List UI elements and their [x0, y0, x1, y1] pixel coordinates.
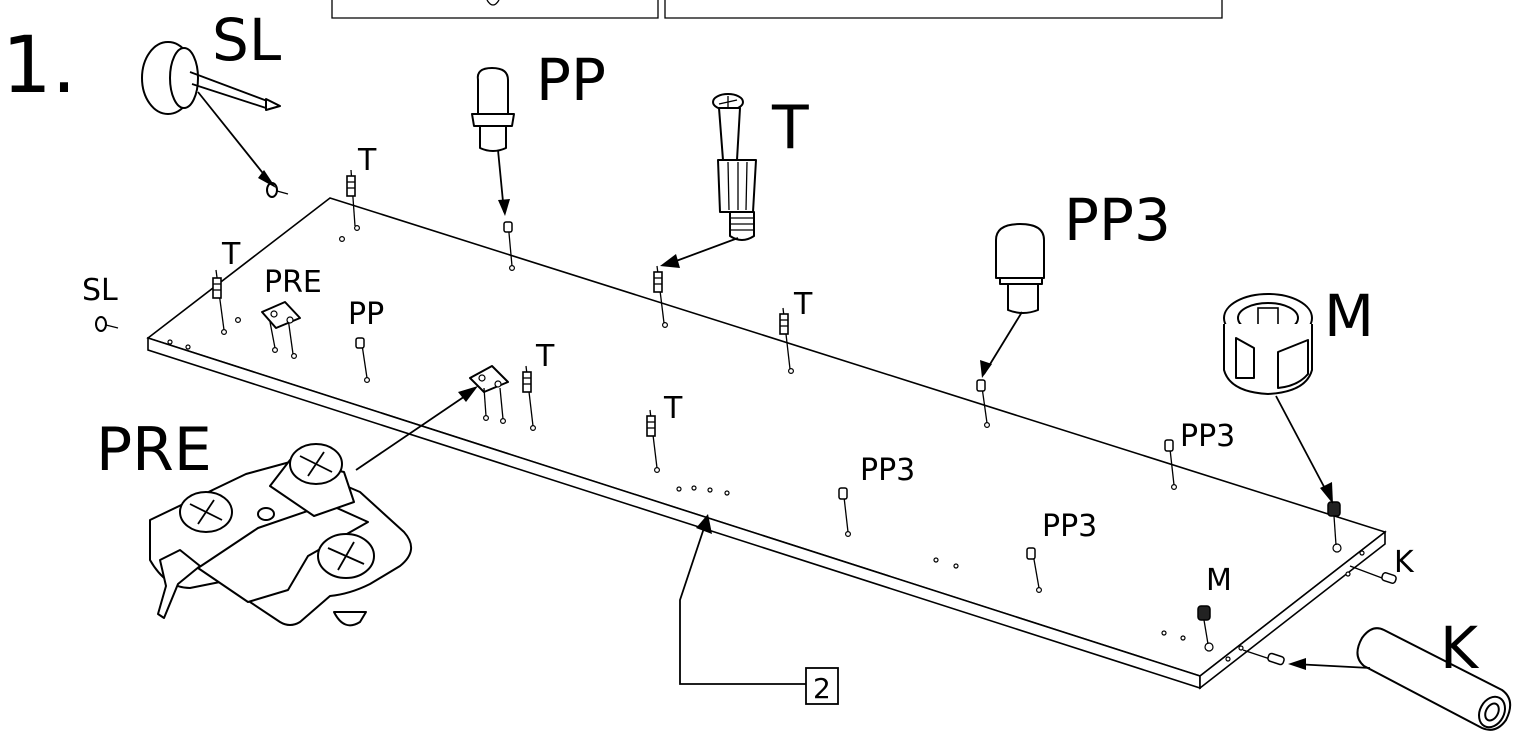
label-pp3-large: PP3: [1064, 186, 1171, 254]
pp3-part-large: [995, 223, 1045, 314]
t-fitting-5: [522, 365, 534, 427]
label-pp3-3: PP3: [1042, 509, 1097, 544]
sl-part-large: [141, 41, 281, 115]
pp-fitting-1: [503, 221, 513, 267]
callout-number: 2: [813, 672, 831, 705]
t-fitting-1: [346, 169, 356, 227]
label-pp-small: PP: [348, 297, 384, 332]
pp3-fitting-4: [1026, 547, 1040, 589]
k-part-large: [1356, 627, 1512, 731]
panel-holes: [167, 225, 1365, 662]
label-pre-small: PRE: [264, 265, 322, 300]
label-sl-small: SL: [82, 273, 118, 308]
label-pre-large: PRE: [96, 415, 212, 485]
step-number: 1.: [2, 21, 76, 111]
label-t-large: T: [771, 93, 809, 163]
k-fitting-small-2: [1242, 649, 1285, 666]
label-k-large: K: [1440, 614, 1480, 682]
t-fitting-4: [779, 307, 791, 370]
pre-fitting-small-1: [261, 301, 301, 355]
label-pp3-2: PP3: [860, 453, 915, 488]
label-pp-large: PP: [536, 46, 606, 114]
callout-leader: [679, 514, 839, 705]
sl-fitting-small-1: [266, 182, 289, 198]
pp-part-large: [471, 67, 515, 152]
pp-fitting-2: [355, 337, 368, 379]
k-fitting-small-1: [1349, 565, 1397, 584]
part-labels: SL PP T PP3 M K PRE T T T T T SL PRE PP …: [82, 6, 1480, 682]
t-fitting-2: [212, 269, 225, 331]
pp3-fitting-3: [838, 487, 849, 533]
t-fitting-3: [653, 265, 665, 324]
label-pp3-1: PP3: [1180, 419, 1235, 454]
pp3-fitting-1: [976, 379, 988, 424]
label-t-2: T: [221, 237, 241, 272]
m-fitting-small-2: [1197, 605, 1211, 645]
sl-fitting-small-2: [95, 316, 119, 332]
label-t-3: T: [793, 287, 813, 322]
label-m-large: M: [1324, 282, 1374, 350]
pre-part-large: [149, 443, 412, 627]
label-t-5: T: [663, 391, 683, 426]
m-part-large: [1223, 293, 1313, 395]
m-fitting-small-1: [1327, 501, 1341, 546]
pre-fitting-small-2: [469, 365, 509, 420]
panel: [146, 197, 1387, 690]
pp3-fitting-2: [1164, 439, 1175, 486]
t-fitting-6: [646, 409, 658, 469]
label-sl-large: SL: [212, 6, 281, 74]
top-frames: [331, 0, 1223, 19]
label-k-small: K: [1394, 545, 1415, 580]
label-t-4: T: [535, 339, 555, 374]
label-t-1: T: [357, 143, 377, 178]
t-part-large: [712, 93, 757, 241]
assembly-arrows: [197, 91, 1371, 670]
label-m-small: M: [1206, 563, 1232, 598]
